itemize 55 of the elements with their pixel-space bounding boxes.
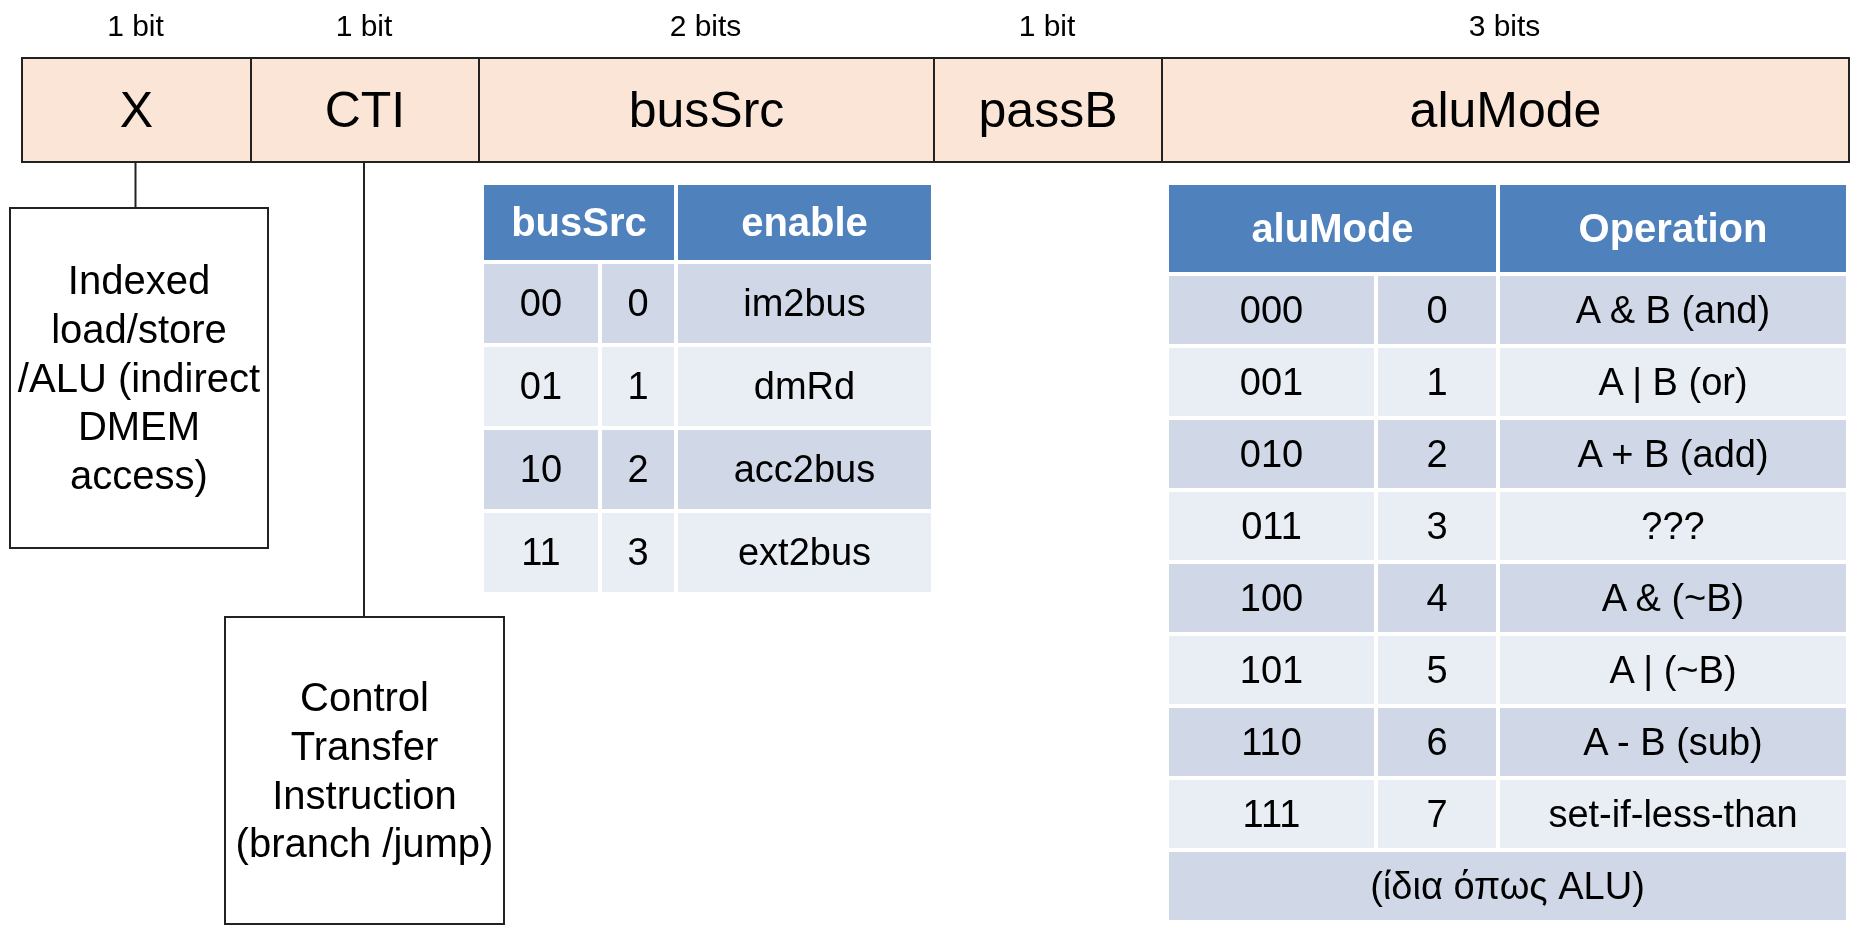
table-cell: 1 bbox=[1376, 346, 1498, 418]
table-cell: dmRd bbox=[676, 345, 933, 428]
connector-line bbox=[363, 162, 365, 617]
table-cell: 0 bbox=[600, 262, 676, 345]
table-cell: ??? bbox=[1498, 490, 1848, 562]
table-cell: 110 bbox=[1167, 706, 1376, 778]
field-box: aluMode bbox=[1161, 57, 1850, 163]
table-cell: A - B (sub) bbox=[1498, 706, 1848, 778]
field-box: passB bbox=[933, 57, 1163, 163]
table-cell: A + B (add) bbox=[1498, 418, 1848, 490]
field-box: busSrc bbox=[478, 57, 935, 163]
table-cell: 7 bbox=[1376, 778, 1498, 850]
bit-width-label: 1 bit bbox=[334, 8, 394, 44]
table-cell: A & B (and) bbox=[1498, 274, 1848, 346]
table-cell: 3 bbox=[1376, 490, 1498, 562]
table-cell: 6 bbox=[1376, 706, 1498, 778]
table-cell: 10 bbox=[482, 428, 600, 511]
field-box: X bbox=[21, 57, 252, 163]
bit-width-label: 2 bits bbox=[668, 8, 743, 44]
table-cell: A & (~B) bbox=[1498, 562, 1848, 634]
table-cell: 100 bbox=[1167, 562, 1376, 634]
table-cell: 011 bbox=[1167, 490, 1376, 562]
bit-width-label: 1 bit bbox=[1017, 8, 1077, 44]
table-cell: 010 bbox=[1167, 418, 1376, 490]
table-cell: 4 bbox=[1376, 562, 1498, 634]
note-box: Control Transfer Instruction (branch /jump) bbox=[224, 616, 505, 925]
note-box: Indexed load/store /ALU (indirect DMEM access) bbox=[9, 207, 269, 549]
header-cell: enable bbox=[676, 183, 933, 262]
header-cell: aluMode bbox=[1167, 183, 1498, 274]
header-cell: busSrc bbox=[482, 183, 676, 262]
table-cell: 0 bbox=[1376, 274, 1498, 346]
table-cell: 101 bbox=[1167, 634, 1376, 706]
table-cell: (ίδια όπως ALU) bbox=[1167, 850, 1848, 922]
table-cell: A | B (or) bbox=[1498, 346, 1848, 418]
table-cell: acc2bus bbox=[676, 428, 933, 511]
table-cell: 000 bbox=[1167, 274, 1376, 346]
table-cell: 00 bbox=[482, 262, 600, 345]
bit-width-label: 1 bit bbox=[106, 8, 165, 44]
table-cell: ext2bus bbox=[676, 511, 933, 594]
field-box: CTI bbox=[250, 57, 480, 163]
table-cell: 111 bbox=[1167, 778, 1376, 850]
table-cell: 001 bbox=[1167, 346, 1376, 418]
table-cell: 1 bbox=[600, 345, 676, 428]
table-cell: im2bus bbox=[676, 262, 933, 345]
table-cell: 5 bbox=[1376, 634, 1498, 706]
table-cell: 3 bbox=[600, 511, 676, 594]
connector-line bbox=[134, 162, 137, 208]
table-cell: set-if-less-than bbox=[1498, 778, 1848, 850]
table-cell: 01 bbox=[482, 345, 600, 428]
table-cell: A | (~B) bbox=[1498, 634, 1848, 706]
table-cell: 2 bbox=[600, 428, 676, 511]
table-cell: 11 bbox=[482, 511, 600, 594]
bit-width-label: 3 bits bbox=[1467, 8, 1542, 44]
table-cell: 2 bbox=[1376, 418, 1498, 490]
header-cell: Operation bbox=[1498, 183, 1848, 274]
